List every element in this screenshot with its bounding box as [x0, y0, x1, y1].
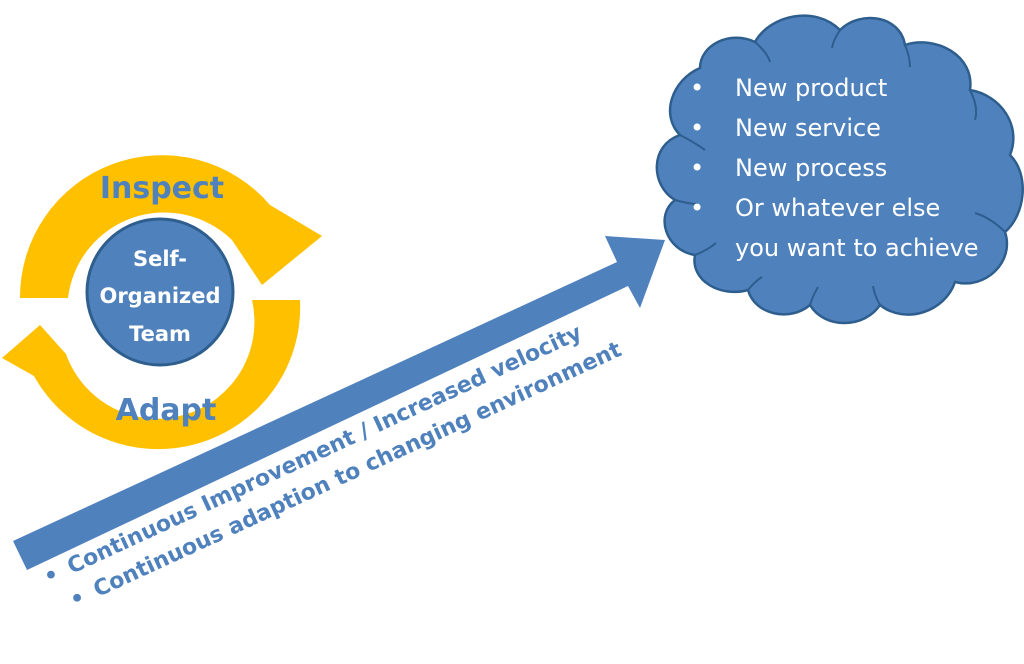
- goal-cloud: • New product • New service • New proces…: [655, 14, 1024, 325]
- bullet-icon: •: [690, 154, 704, 182]
- team-circle: [85, 217, 235, 367]
- team-label-line-3: Team: [129, 322, 191, 346]
- cloud-item-2-text: New service: [735, 114, 881, 142]
- cloud-shape-icon: [655, 14, 1024, 325]
- inspect-adapt-cycle: Inspect Adapt: [2, 155, 322, 450]
- cloud-detail: [674, 29, 1006, 306]
- inspect-arrow-icon: [19, 155, 322, 298]
- team-label-line-2: Organized: [99, 284, 220, 308]
- adapt-arrow-icon: [2, 300, 301, 450]
- progress-bullet-1: •Continuous Improvement / Increased velo…: [40, 320, 586, 590]
- cloud-item-4-text-line-2: you want to achieve: [735, 234, 979, 262]
- cloud-item-3-text: New process: [735, 154, 887, 182]
- adapt-label: Adapt: [116, 393, 217, 428]
- cloud-item-3: • New process: [690, 154, 887, 182]
- bullet-icon: •: [690, 114, 704, 142]
- bullet-icon: •: [690, 74, 704, 102]
- cloud-item-4-text-line-1: Or whatever else: [735, 194, 940, 222]
- cloud-item-2: • New service: [690, 114, 881, 142]
- progress-arrow-icon: [13, 236, 665, 570]
- team-label-line-1: Self-: [133, 247, 187, 271]
- cloud-item-1: • New product: [690, 74, 887, 102]
- inspect-label: Inspect: [100, 171, 224, 206]
- bullet-icon: •: [40, 562, 63, 591]
- cloud-item-1-text: New product: [735, 74, 887, 102]
- cloud-item-4: • Or whatever else you want to achieve: [690, 194, 979, 262]
- progress-bullet-2: •Continuous adaption to changing environ…: [66, 337, 626, 613]
- bullet-icon: •: [66, 585, 89, 614]
- bullet-icon: •: [690, 194, 704, 222]
- self-organized-team-node: Self- Organized Team: [85, 217, 235, 367]
